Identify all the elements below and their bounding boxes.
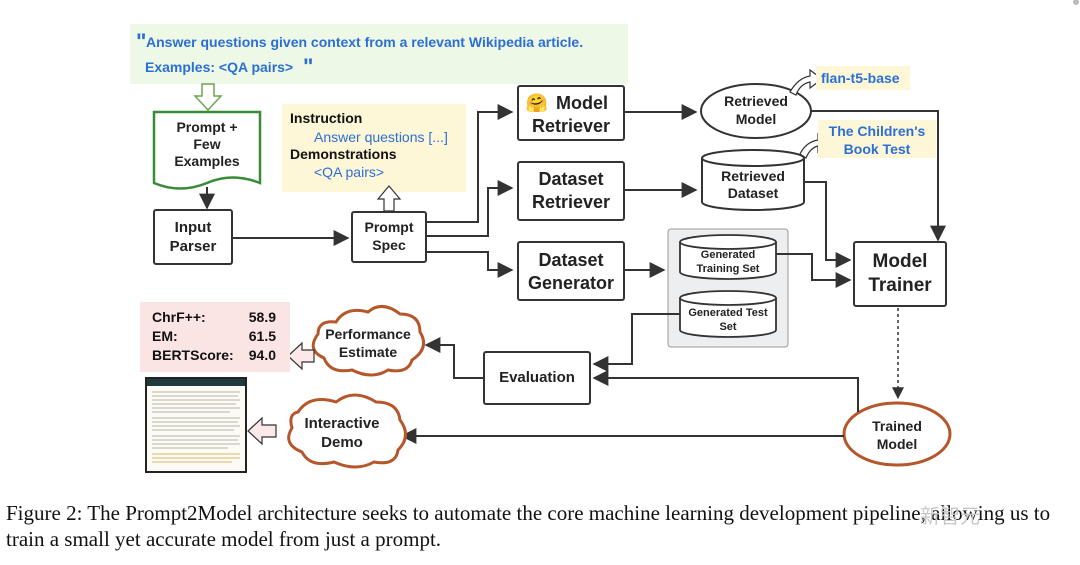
corner-dot: [1073, 0, 1079, 5]
input-parser-line1: Input: [175, 219, 212, 236]
model-trainer-line1: Model: [873, 251, 928, 272]
generated-test-line2: Set: [719, 321, 736, 333]
performance-estimate-line2: Estimate: [339, 344, 398, 360]
dataset-retriever-line2: Retriever: [532, 192, 610, 212]
flan-note: flan-t5-base: [816, 66, 910, 90]
figure-caption: Figure 2: The Prompt2Model architecture …: [6, 500, 1076, 552]
prompt-spec-line1: Prompt: [365, 219, 414, 235]
interactive-demo-cloud: Interactive Demo: [287, 393, 407, 469]
prompt-note-line2: Examples: <QA pairs>: [145, 59, 293, 75]
metric-value-chrf: 58.9: [249, 309, 276, 325]
few-examples-line3: Examples: [174, 153, 240, 169]
demonstrations-text: <QA pairs>: [314, 164, 384, 180]
flan-note-text: flan-t5-base: [821, 70, 900, 86]
hollow-arrow-down-icon: [193, 83, 223, 112]
generated-test-cylinder: Generated Test Set: [679, 290, 777, 338]
model-retriever-line1: Model: [556, 93, 608, 113]
few-examples-line1: Prompt +: [176, 119, 237, 135]
retrieved-dataset-cylinder: Retrieved Dataset: [701, 149, 805, 211]
dataset-generator-box: Dataset Generator: [517, 241, 625, 301]
model-retriever-box: 🤗 Model Retriever: [517, 85, 625, 141]
trained-model-line1: Trained: [872, 418, 922, 434]
generated-training-cylinder: Generated Training Set: [679, 234, 777, 280]
metric-name-bertscore: BERTScore:: [152, 347, 234, 363]
model-retriever-line2: Retriever: [532, 116, 610, 136]
evaluation-box: Evaluation: [483, 351, 591, 405]
metric-value-em: 61.5: [249, 328, 276, 344]
interactive-demo-line1: Interactive: [304, 415, 379, 432]
trained-model-line2: Model: [877, 436, 917, 452]
metric-value-bertscore: 94.0: [249, 347, 276, 363]
retrieved-dataset-line2: Dataset: [728, 185, 779, 201]
childrens-note-line2: Book Test: [844, 141, 911, 157]
caption-system-name: Prompt2Model: [125, 501, 253, 525]
generated-test-line1: Generated Test: [688, 307, 768, 319]
architecture-diagram: " Answer questions given context from a …: [130, 0, 1079, 473]
hollow-arrow-up-icon: [376, 185, 402, 212]
childrens-book-note: The Children's Book Test: [818, 120, 936, 158]
retrieved-model-line2: Model: [736, 111, 776, 127]
dataset-generator-line2: Generator: [528, 273, 614, 293]
performance-estimate-line1: Performance: [325, 326, 411, 342]
metrics-note: ChrF++: 58.9 EM: 61.5 BERTScore: 94.0: [140, 302, 290, 372]
prompt-note: " Answer questions given context from a …: [130, 24, 628, 84]
dataset-generator-line1: Dataset: [538, 250, 603, 270]
generated-training-line2: Training Set: [697, 263, 760, 275]
interactive-demo-line2: Demo: [321, 434, 363, 451]
evaluation-label: Evaluation: [499, 369, 575, 386]
metric-name-em: EM:: [152, 328, 178, 344]
input-parser-box: Input Parser: [153, 209, 233, 265]
spec-note: Instruction Answer questions [...] Demon…: [282, 104, 466, 192]
caption-rest: architecture seeks to automate the core …: [6, 501, 1051, 551]
few-examples-document: Prompt + Few Examples: [152, 110, 262, 190]
svg-text:": ": [303, 54, 313, 79]
childrens-note-line1: The Children's: [829, 123, 926, 139]
dataset-retriever-box: Dataset Retriever: [517, 161, 625, 221]
dataset-retriever-line1: Dataset: [538, 169, 603, 189]
demo-screenshot-thumbnail: [145, 377, 247, 473]
generated-training-line1: Generated: [701, 249, 755, 261]
watermark: 新智元: [920, 504, 980, 528]
prompt-spec-line2: Spec: [372, 237, 406, 253]
svg-text:": ": [136, 29, 146, 54]
prompt-spec-box: Prompt Spec: [351, 211, 427, 263]
retrieved-model-line1: Retrieved: [724, 93, 788, 109]
model-trainer-box: Model Trainer: [853, 241, 947, 307]
caption-prefix: Figure 2: The: [6, 501, 126, 525]
performance-estimate-cloud: Performance Estimate: [311, 305, 426, 377]
demonstrations-label: Demonstrations: [290, 146, 397, 162]
trained-model-node: Trained Model: [842, 401, 952, 467]
prompt-note-line1: Answer questions given context from a re…: [146, 34, 583, 50]
retrieved-dataset-line1: Retrieved: [721, 168, 785, 184]
hollow-arrow-left-icon: [287, 341, 315, 371]
hugging-face-icon: 🤗: [526, 93, 548, 113]
generated-sets-group: Generated Training Set Generated Test Se…: [667, 228, 789, 348]
hollow-arrow-left-icon: [247, 416, 277, 446]
instruction-text: Answer questions [...]: [314, 129, 448, 145]
input-parser-line2: Parser: [170, 238, 217, 255]
instruction-label: Instruction: [290, 110, 362, 126]
metric-name-chrf: ChrF++:: [152, 309, 206, 325]
few-examples-line2: Few: [193, 136, 220, 152]
model-trainer-line2: Trainer: [868, 275, 932, 296]
